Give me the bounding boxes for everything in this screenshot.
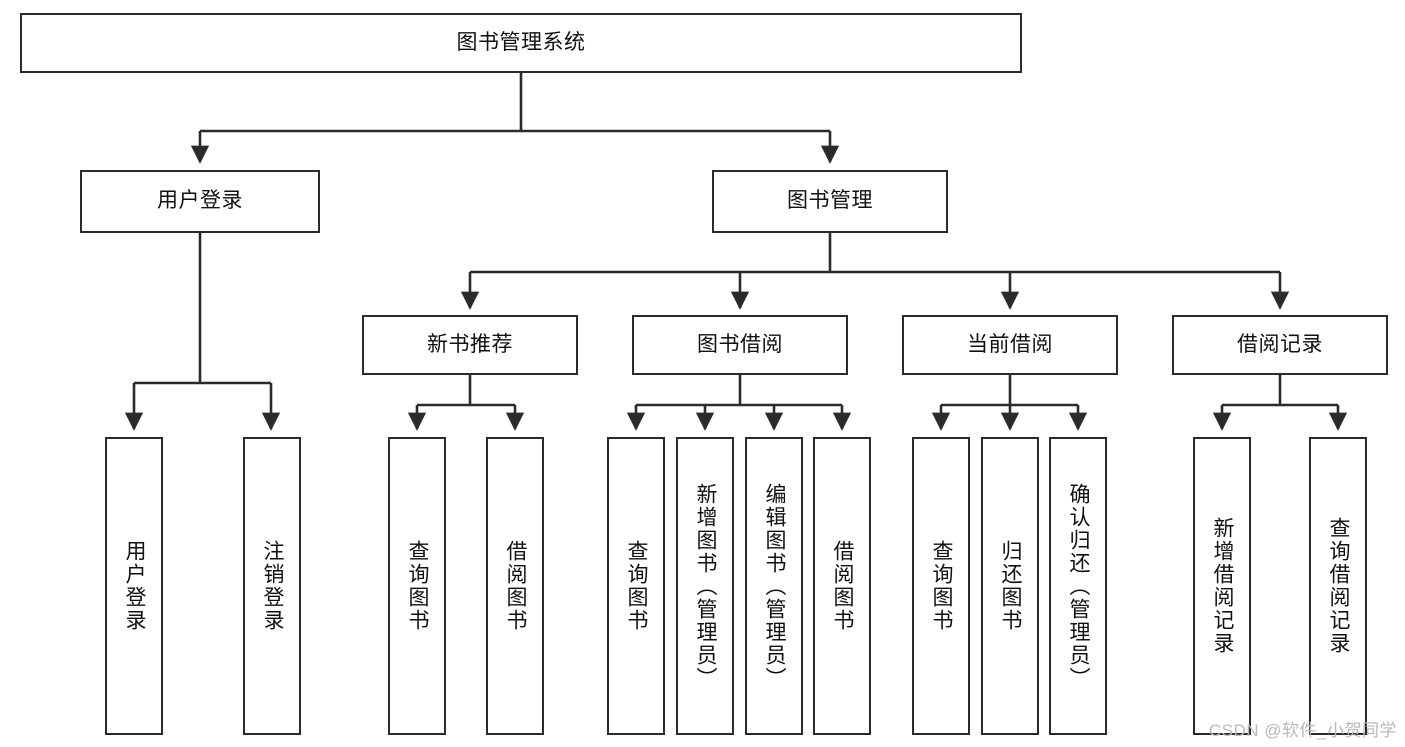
node-label: 用户登录 <box>123 540 147 632</box>
node-label: 图书管理系统 <box>456 30 586 54</box>
leaf-borrow-book-recommend[interactable]: 借阅图书 <box>486 437 544 735</box>
leaf-return-book[interactable]: 归还图书 <box>981 437 1039 735</box>
node-label: 当前借阅 <box>967 332 1053 356</box>
leaf-add-borrow-record[interactable]: 新增借阅记录 <box>1193 437 1251 735</box>
node-label: 归还图书 <box>999 540 1023 632</box>
node-label: 图书管理 <box>787 189 873 213</box>
leaf-query-book-recommend[interactable]: 查询图书 <box>388 437 446 735</box>
node-label: 借阅图书 <box>831 540 855 632</box>
leaf-confirm-return-admin[interactable]: 确认归还（管理员） <box>1049 437 1107 735</box>
node-label: 查询图书 <box>625 540 649 632</box>
node-book-borrow[interactable]: 图书借阅 <box>632 315 848 375</box>
node-label: 编辑图书（管理员） <box>763 482 787 690</box>
leaf-query-book-borrow[interactable]: 查询图书 <box>607 437 665 735</box>
leaf-user-login[interactable]: 用户登录 <box>105 437 163 735</box>
leaf-borrow-book[interactable]: 借阅图书 <box>813 437 871 735</box>
node-label: 查询图书 <box>406 540 430 632</box>
node-label: 确认归还（管理员） <box>1067 482 1091 690</box>
node-label: 查询借阅记录 <box>1327 517 1351 655</box>
node-root-system[interactable]: 图书管理系统 <box>20 13 1022 73</box>
node-label: 新增借阅记录 <box>1211 517 1235 655</box>
leaf-query-borrow-record[interactable]: 查询借阅记录 <box>1309 437 1367 735</box>
node-book-management[interactable]: 图书管理 <box>712 170 948 233</box>
node-label: 注销登录 <box>261 540 285 632</box>
leaf-add-book-admin[interactable]: 新增图书（管理员） <box>676 437 734 735</box>
leaf-edit-book-admin[interactable]: 编辑图书（管理员） <box>745 437 803 735</box>
node-borrow-record[interactable]: 借阅记录 <box>1172 315 1388 375</box>
node-user-login[interactable]: 用户登录 <box>80 170 320 233</box>
node-label: 借阅记录 <box>1237 332 1323 356</box>
node-label: 查询图书 <box>930 540 954 632</box>
node-label: 图书借阅 <box>697 332 783 356</box>
node-current-borrow[interactable]: 当前借阅 <box>902 315 1118 375</box>
node-new-book-recommend[interactable]: 新书推荐 <box>362 315 578 375</box>
node-label: 用户登录 <box>157 189 243 213</box>
node-label: 新增图书（管理员） <box>694 482 718 690</box>
node-label: 新书推荐 <box>427 332 513 356</box>
node-label: 借阅图书 <box>504 540 528 632</box>
leaf-query-book-current[interactable]: 查询图书 <box>912 437 970 735</box>
leaf-logout[interactable]: 注销登录 <box>243 437 301 735</box>
